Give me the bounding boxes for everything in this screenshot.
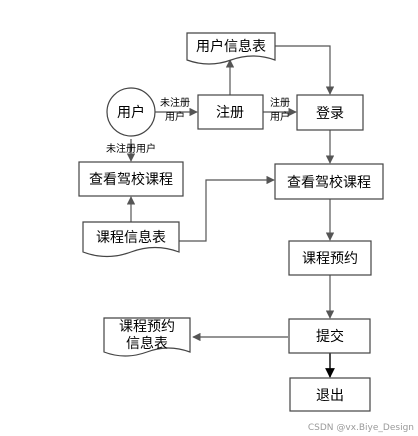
edge-label-registered-2: 用户: [270, 110, 290, 123]
node-submit-label: 提交: [316, 328, 344, 345]
node-view-courses-right-label: 查看驾校课程: [287, 174, 371, 191]
node-user-info-table: 用户信息表: [186, 32, 276, 65]
node-exit: 退出: [289, 377, 371, 412]
edge-courseinfo-viewcourses-right: [179, 175, 275, 242]
node-login: 登录: [296, 94, 364, 131]
node-user: 用户: [106, 87, 156, 137]
node-view-courses-left-label: 查看驾校课程: [89, 171, 173, 188]
node-register-label: 注册: [216, 105, 244, 121]
edge-userinfo-login: [275, 45, 335, 95]
edge-label-unregistered-2: 用户: [165, 110, 185, 123]
node-course-booking: 课程预约: [288, 240, 372, 276]
node-user-info-table-label: 用户信息表: [196, 38, 266, 55]
node-course-info-table-label: 课程信息表: [96, 229, 166, 246]
edge-label-unregistered-user: 未注册用户: [106, 142, 156, 155]
connectors: [126, 45, 335, 342]
edge-label-registered-1: 注册: [270, 96, 290, 109]
node-view-courses-right: 查看驾校课程: [274, 163, 384, 200]
watermark: CSDN @vx.Biye_Design: [308, 423, 414, 433]
node-register: 注册: [197, 94, 264, 130]
node-booking-info-table: 课程预约 信息表: [103, 317, 191, 357]
node-course-booking-label: 课程预约: [302, 251, 358, 267]
node-booking-info-table-label-1: 课程预约: [119, 319, 175, 335]
node-exit-label: 退出: [316, 388, 344, 404]
edge-label-unregistered-1: 未注册: [160, 96, 190, 109]
node-submit: 提交: [288, 318, 371, 354]
node-login-label: 登录: [316, 106, 344, 122]
node-view-courses-left: 查看驾校课程: [78, 161, 184, 197]
node-course-info-table: 课程信息表: [82, 221, 180, 258]
node-user-label: 用户: [117, 104, 145, 121]
node-booking-info-table-label-2: 信息表: [126, 335, 168, 352]
